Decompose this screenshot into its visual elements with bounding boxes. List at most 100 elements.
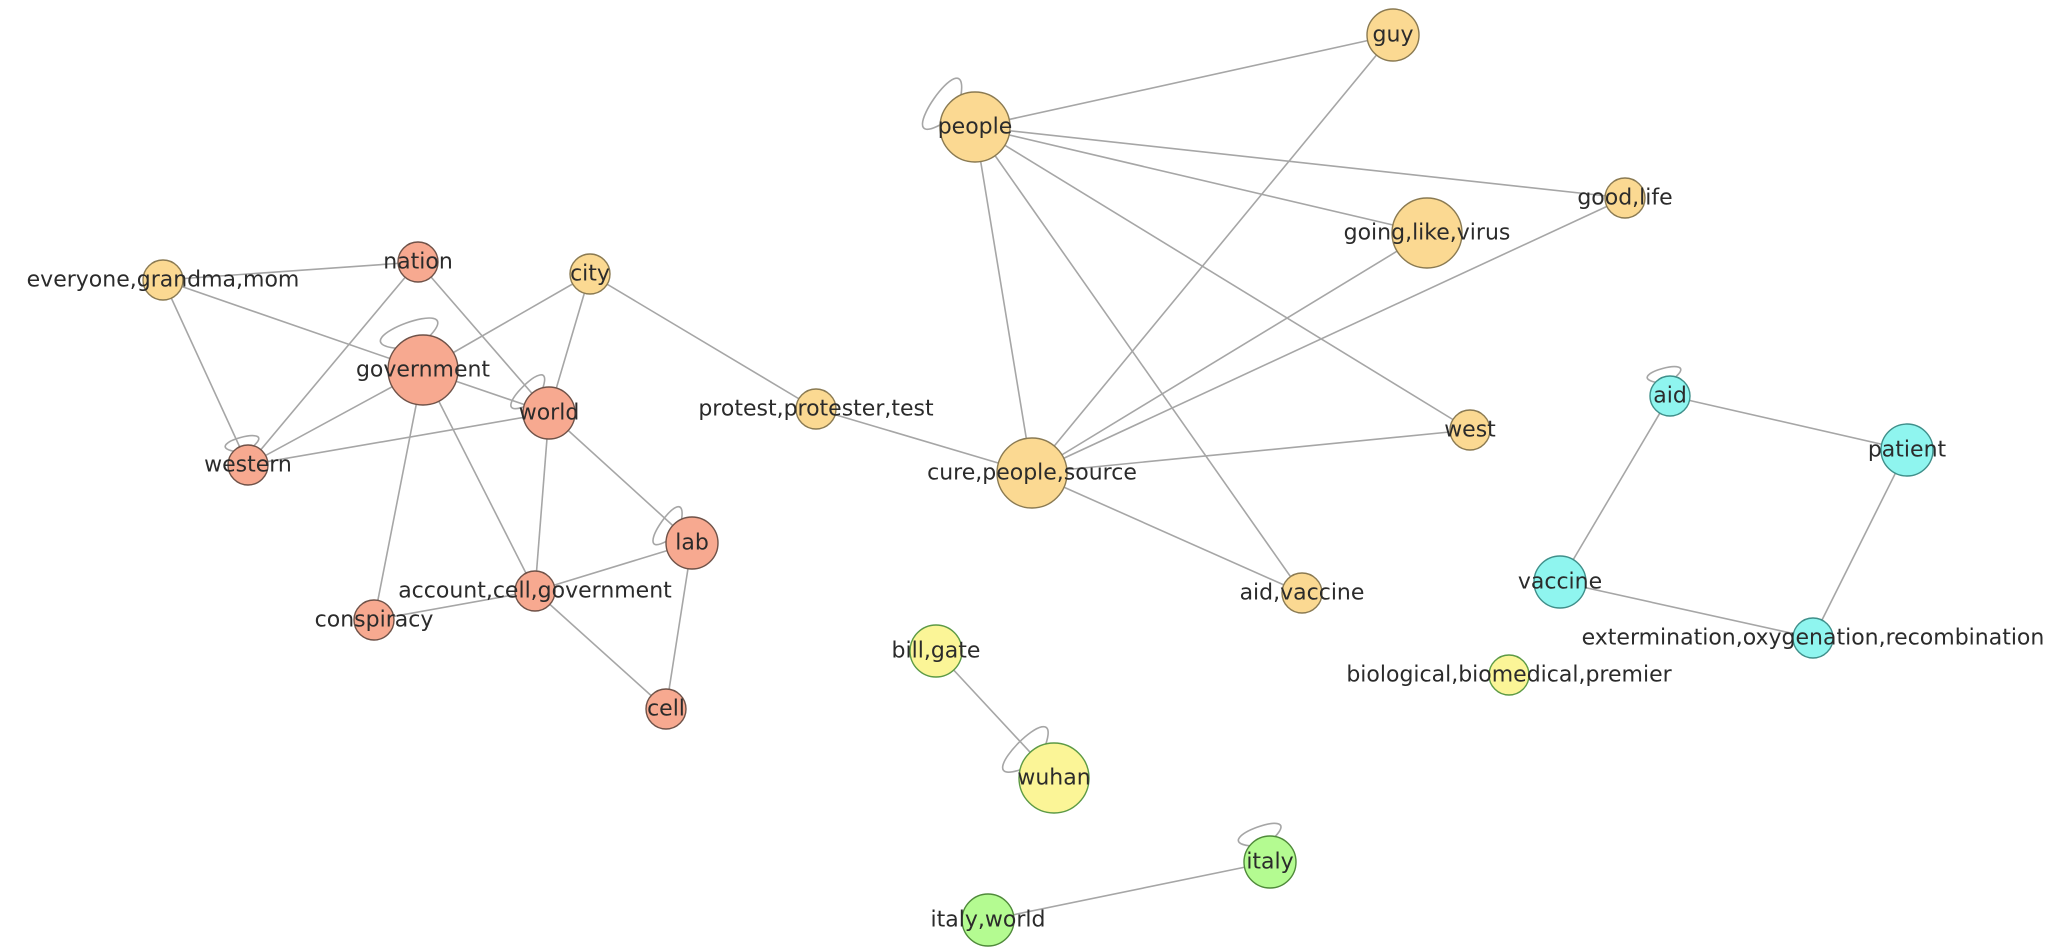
edge-people-good_life [974,126,1626,199]
node-circle[interactable] [996,437,1068,509]
node-label: bill,gate [892,639,981,664]
edge-account-cell [534,590,667,710]
node-italy[interactable]: italy [1243,835,1297,889]
edge-good_life-cure [1031,197,1626,474]
node-label: cure,people,source [927,461,1137,486]
node-circle[interactable] [1488,654,1530,696]
node-label: account,cell,government [398,579,672,604]
edge-everyone-western [162,279,249,466]
node-circle[interactable] [1649,375,1691,417]
edge-world-lab [548,412,693,544]
edge-people-going [974,126,1428,234]
edge-world-account [534,412,550,592]
edge-aid_vaccine-cure [1031,472,1303,594]
node-circle[interactable] [1533,555,1587,609]
node-circle[interactable] [665,516,719,570]
node-label: world [519,401,580,426]
node-label: city [570,262,610,287]
node-conspiracy[interactable]: conspiracy [315,599,434,641]
node-circle[interactable] [353,599,395,641]
node-italy_world[interactable]: italy,world [931,893,1046,947]
edge-lab-cell [665,542,693,710]
edge-government-conspiracy [373,369,424,621]
edge-aid-patient [1669,395,1908,451]
node-circle[interactable] [1366,8,1420,62]
node-circle[interactable] [514,570,556,612]
node-wuhan[interactable]: wuhan [1017,742,1091,814]
node-circle[interactable] [1243,835,1297,889]
self-loop-world [510,374,546,410]
node-circle[interactable] [142,259,184,301]
edge-city-protest [589,273,817,410]
node-circle[interactable] [1604,177,1646,219]
node-circle[interactable] [387,334,459,406]
self-loop-western [224,434,260,453]
node-circle[interactable] [645,688,687,730]
node-label: conspiracy [315,608,434,633]
node-aid_vaccine[interactable]: aid,vaccine [1240,572,1365,614]
node-label: protest,protester,test [698,397,934,422]
edge-everyone-nation [162,261,419,281]
node-label: extermination,oxygenation,recombination [1582,626,2045,651]
node-label: good,life [1577,186,1672,211]
node-lab[interactable]: lab [665,516,719,570]
edge-west-cure [1031,429,1471,474]
node-circle[interactable] [939,91,1011,163]
node-label: biological,biomedical,premier [1346,663,1672,688]
edge-vaccine-extermination [1559,581,1814,639]
self-loop-lab [652,505,683,546]
self-loop-aid [1646,365,1682,384]
node-everyone[interactable]: everyone,grandma,mom [27,259,300,301]
self-loop-people [921,77,963,131]
node-circle[interactable] [1880,423,1934,477]
edge-people-guy [974,34,1394,128]
node-good_life[interactable]: good,life [1577,177,1673,219]
node-account[interactable]: account,cell,government [398,570,672,612]
node-circle[interactable] [227,444,269,486]
node-people[interactable]: people [938,91,1013,163]
node-circle[interactable] [909,624,963,678]
node-label: western [204,453,292,478]
node-patient[interactable]: patient [1868,423,1947,477]
node-label: patient [1868,438,1947,463]
node-government[interactable]: government [356,334,490,406]
node-circle[interactable] [522,386,576,440]
self-loop-government [379,317,439,350]
edge-lab-account [534,542,693,592]
node-nation[interactable]: nation [383,241,453,283]
node-label: nation [383,250,453,275]
node-going[interactable]: going,like,virus [1344,197,1511,269]
node-city[interactable]: city [569,253,611,295]
node-cell[interactable]: cell [645,688,687,730]
node-western[interactable]: western [204,444,292,486]
node-circle[interactable] [1018,742,1090,814]
edge-people-west [974,126,1471,431]
edge-aid-vaccine [1559,395,1671,583]
node-circle[interactable] [569,253,611,295]
node-circle[interactable] [1391,197,1463,269]
node-label: italy [1246,850,1293,875]
node-guy[interactable]: guy [1366,8,1420,62]
node-bill_gate[interactable]: bill,gate [892,624,981,678]
node-vaccine[interactable]: vaccine [1518,555,1602,609]
node-world[interactable]: world [519,386,580,440]
edge-protest-cure [815,408,1033,474]
nodes-layer: people guy good,life going,like,virus west cu… [27,8,2045,947]
node-west[interactable]: west [1444,409,1496,451]
node-label: aid,vaccine [1240,581,1365,606]
node-circle[interactable] [1281,572,1323,614]
node-label: people [938,115,1013,140]
node-extermination[interactable]: extermination,oxygenation,recombination [1582,617,2045,659]
node-circle[interactable] [1449,409,1491,451]
self-loop-italy [1237,822,1282,847]
node-protest[interactable]: protest,protester,test [698,388,934,430]
node-circle[interactable] [1792,617,1834,659]
node-biological[interactable]: biological,biomedical,premier [1346,654,1673,696]
node-circle[interactable] [961,893,1015,947]
node-cure[interactable]: cure,people,source [927,437,1137,509]
node-label: cell [647,697,685,722]
node-aid[interactable]: aid [1649,375,1691,417]
node-circle[interactable] [795,388,837,430]
node-label: wuhan [1017,766,1090,791]
node-circle[interactable] [397,241,439,283]
